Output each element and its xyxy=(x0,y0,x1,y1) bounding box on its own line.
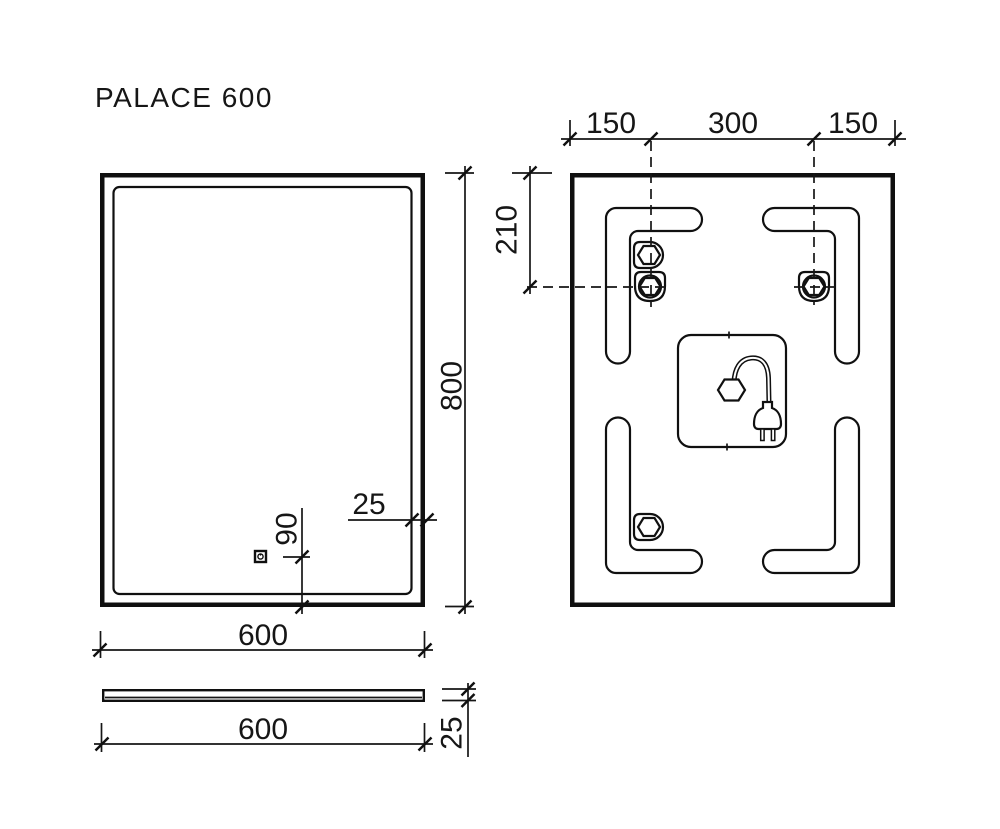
page-title: PALACE 600 xyxy=(95,82,273,113)
dim-side-width: 600 xyxy=(94,713,433,752)
dim-label: 210 xyxy=(491,205,524,255)
dim-label: 150 xyxy=(586,107,636,140)
dim-frame-inset: 25 xyxy=(348,488,437,521)
dim-label: 300 xyxy=(708,107,758,140)
hex-nut-icon xyxy=(716,378,747,402)
power-plug-icon xyxy=(752,400,783,442)
dim-tick xyxy=(460,693,476,708)
dim-label: 25 xyxy=(352,488,385,521)
dim-label: 600 xyxy=(238,713,288,746)
dim-tick xyxy=(457,599,473,615)
junction-box xyxy=(676,331,788,451)
dim-tick xyxy=(457,165,473,181)
front-view xyxy=(100,173,425,607)
dim-front-width: 600 xyxy=(92,619,433,658)
mounting-bracket-top-left xyxy=(604,206,704,365)
dim-tick xyxy=(94,736,110,752)
dim-label: 600 xyxy=(238,619,288,652)
dim-front-height: 800 xyxy=(436,166,474,614)
dim-sensor-offset: 90 xyxy=(271,508,310,614)
plug-prong-right xyxy=(770,428,776,442)
dimensions: 800 600 25 90 xyxy=(92,107,906,757)
front-led-inner-frame xyxy=(112,185,413,596)
dim-label: 90 xyxy=(271,512,304,545)
power-cable xyxy=(731,355,772,404)
rear-panel-outline xyxy=(570,173,895,607)
dim-tick xyxy=(294,549,310,565)
hex-bolt-top-left-icon xyxy=(632,240,665,270)
dim-label: 800 xyxy=(436,361,469,411)
plug-body xyxy=(752,400,783,431)
dim-tick xyxy=(419,512,435,528)
dim-tick xyxy=(294,599,310,615)
dim-tick xyxy=(806,131,822,147)
hex-bolt-bottom-left-icon xyxy=(632,512,665,542)
mounting-bracket-bottom-right xyxy=(761,416,861,575)
profile-outline xyxy=(101,689,426,703)
dim-label: 25 xyxy=(436,716,469,749)
cable-inner xyxy=(733,356,770,404)
dim-tick xyxy=(92,642,108,658)
centerlines xyxy=(527,141,835,307)
touch-sensor-dot xyxy=(259,553,262,556)
mounting-bracket-top-right xyxy=(761,206,861,365)
dim-tick xyxy=(522,165,538,181)
side-profile-view xyxy=(101,689,426,703)
bolt-hex xyxy=(636,244,662,266)
dim-tick xyxy=(522,279,538,295)
dim-rear-top-offset: 210 xyxy=(491,166,552,294)
dim-ticks xyxy=(92,131,903,752)
bolt-hex xyxy=(802,276,826,297)
dim-side-thickness: 25 xyxy=(436,683,476,757)
dim-tick xyxy=(643,131,659,147)
dim-tick xyxy=(562,131,578,147)
front-outer-frame xyxy=(100,173,425,607)
junction-box-outline xyxy=(676,333,788,449)
dim-tick xyxy=(887,131,903,147)
mounting-bracket-bottom-left xyxy=(604,416,704,575)
touch-sensor-body xyxy=(253,549,268,564)
hex-bolt-mid-left-icon xyxy=(633,270,667,303)
bolt-hex xyxy=(636,516,662,538)
dim-tick xyxy=(417,736,433,752)
plug-prong-left xyxy=(759,428,765,442)
rear-view xyxy=(527,141,895,607)
dim-tick xyxy=(404,512,420,528)
dim-rear-holes: 150 300 150 xyxy=(561,107,906,146)
dim-tick xyxy=(460,681,476,697)
dim-label: 150 xyxy=(828,107,878,140)
touch-sensor-icon xyxy=(253,549,268,564)
dim-tick xyxy=(417,642,433,658)
